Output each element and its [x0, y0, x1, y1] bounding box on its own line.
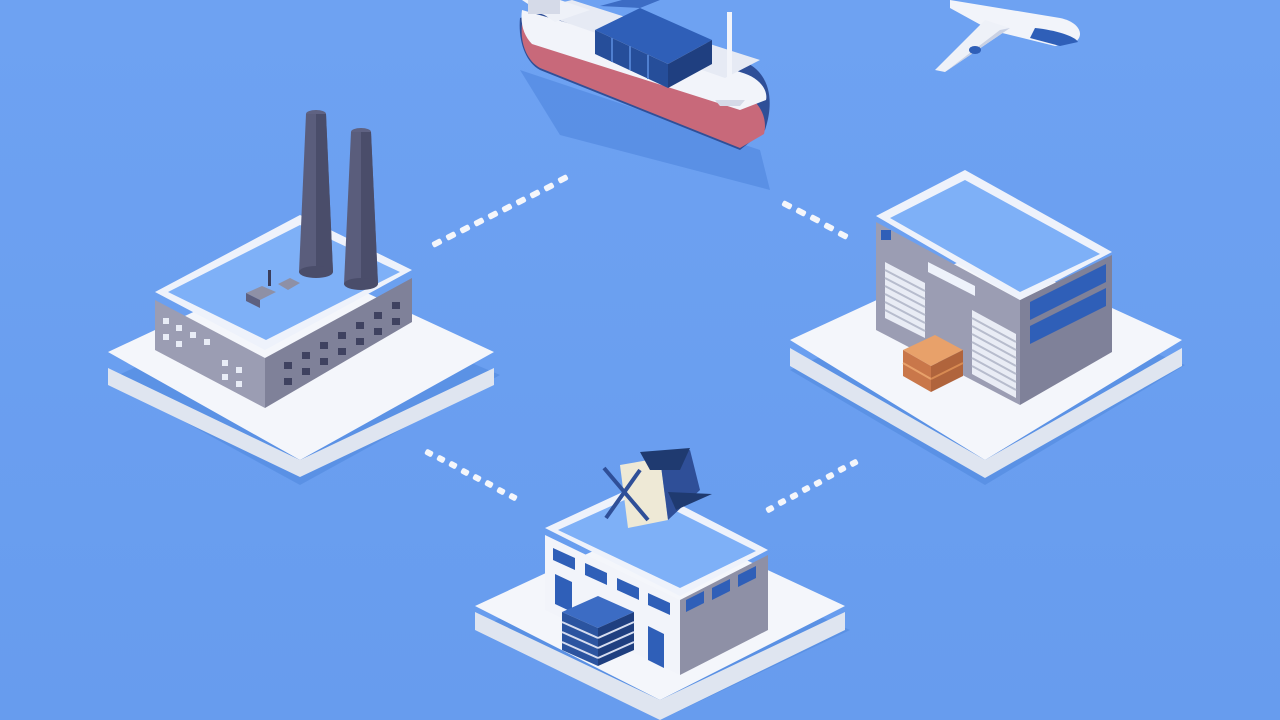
factory-rooftop-units: [246, 270, 300, 308]
loading-door-icon: [884, 262, 1017, 398]
shipping-containers: [595, 0, 712, 88]
route-dashes-ship-warehouse: [781, 200, 849, 240]
route-dashes-dc-warehouse: [765, 459, 859, 513]
ship-icon: [519, 0, 770, 190]
route-dashes-factory-ship: [431, 174, 569, 248]
chimney-icon: [299, 110, 378, 290]
distribution-center-icon: [475, 448, 850, 720]
airplane-icon: [935, 0, 1080, 72]
box-icon: [902, 335, 964, 392]
factory-icon: [108, 110, 500, 485]
route-dashes-factory-dc: [424, 449, 518, 501]
dc-platform-side: [475, 612, 845, 720]
warehouse-icon: [790, 170, 1185, 485]
rooftop-sign-icon: [602, 448, 712, 528]
pallet-stack-icon: [561, 596, 635, 666]
